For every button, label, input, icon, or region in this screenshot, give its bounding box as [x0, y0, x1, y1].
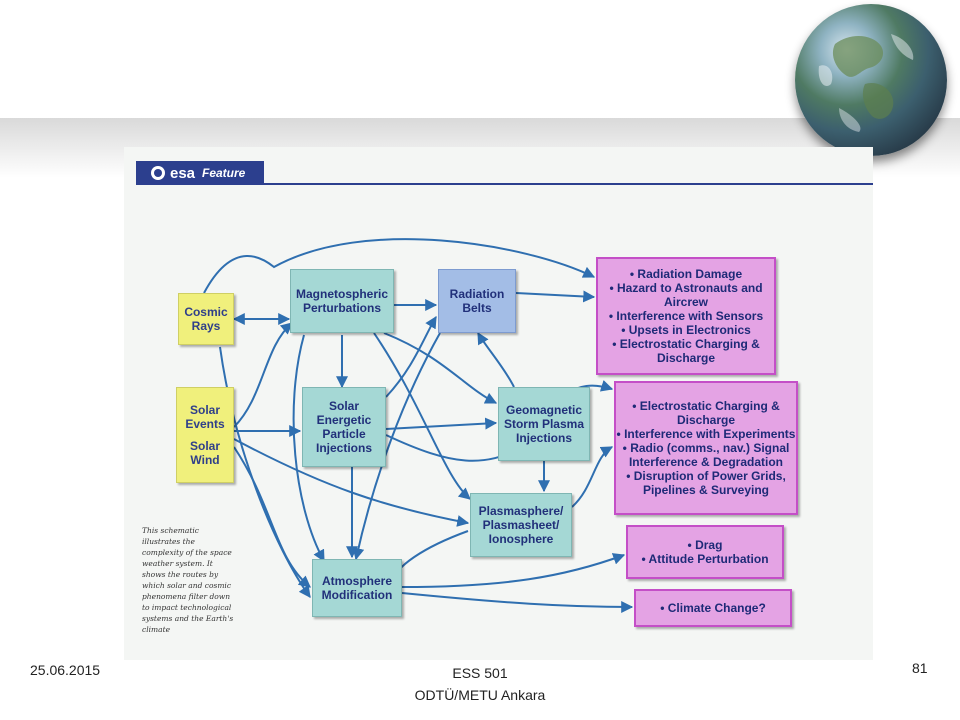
- footer-course-info: ESS 501 ODTÜ/METU Ankara: [380, 662, 580, 706]
- effect-item: • Radiation Damage: [629, 267, 743, 281]
- arrow-magneto-plasma: [373, 332, 471, 500]
- effect-item: • Interference with Experiments: [616, 427, 796, 441]
- arrow-geomag-radiation: [477, 331, 515, 388]
- arrow-plasma-effects2: [571, 446, 614, 508]
- solar-energetic-particle-box: Solar Energetic Particle Injections: [302, 387, 386, 467]
- arrow-solar-plasma: [233, 438, 470, 527]
- effects-charging-box: • Electrostatic Charging & Discharge • I…: [614, 381, 798, 515]
- arrow-radiation-atmos: [352, 332, 441, 561]
- solar-wind-label: Solar Wind: [189, 439, 220, 467]
- arrow-cosmic-atmos: [219, 346, 311, 598]
- plasmasphere-label: Plasmasphere/ Plasmasheet/ Ionosphere: [478, 504, 564, 546]
- effect-item: • Interference with Sensors: [608, 309, 764, 323]
- radiation-belts-box: Radiation Belts: [438, 269, 516, 333]
- geomagnetic-storm-label: Geomagnetic Storm Plasma Injections: [503, 403, 585, 445]
- space-weather-schematic: esa Feature: [124, 147, 873, 660]
- effect-item: • Radio (comms., nav.) Signal Interferen…: [622, 441, 790, 469]
- magnetospheric-perturbations-box: Magnetospheric Perturbations: [290, 269, 394, 333]
- atmosphere-modification-box: Atmosphere Modification: [312, 559, 402, 617]
- earth-globe-image: [795, 4, 947, 156]
- arrow-radiation-effects1: [515, 290, 596, 303]
- geomagnetic-storm-box: Geomagnetic Storm Plasma Injections: [498, 387, 590, 461]
- solar-events-label: Solar Events: [185, 403, 225, 431]
- effect-item: • Climate Change?: [660, 601, 766, 615]
- effect-item: • Electrostatic Charging & Discharge: [632, 399, 780, 427]
- arrow-cosmic-to-effects1: [203, 238, 596, 294]
- schematic-caption: This schematic illustrates the complexit…: [142, 526, 234, 634]
- solar-energetic-particle-label: Solar Energetic Particle Injections: [315, 399, 372, 455]
- effect-item: • Upsets in Electronics: [621, 323, 751, 337]
- effects-climate-box: • Climate Change?: [634, 589, 792, 627]
- slide-number: 81: [912, 660, 928, 676]
- arrow-solar-magneto: [233, 322, 293, 428]
- feature-label: Feature: [202, 166, 246, 180]
- footer-course: ESS 501: [452, 665, 508, 681]
- solar-events-wind-box: Solar Events Solar Wind: [176, 387, 234, 483]
- effect-item: • Attitude Perturbation: [641, 552, 769, 566]
- effect-item: • Disruption of Power Grids, Pipelines &…: [626, 469, 786, 497]
- arrow-atmos-drag: [401, 553, 626, 588]
- cosmic-rays-label: Cosmic Rays: [184, 305, 228, 333]
- plasmasphere-box: Plasmasphere/ Plasmasheet/ Ionosphere: [470, 493, 572, 557]
- header-rule: [264, 183, 873, 185]
- arrow-atmos-climate: [401, 592, 634, 613]
- arrow-magneto-atmos: [292, 334, 325, 563]
- arrow-plasma-atmos: [387, 530, 469, 585]
- effect-item: • Electrostatic Charging & Discharge: [612, 337, 760, 365]
- footer-institution: ODTÜ/METU Ankara: [414, 687, 546, 703]
- cosmic-rays-box: Cosmic Rays: [178, 293, 234, 345]
- esa-logo-text: esa: [170, 165, 196, 182]
- atmosphere-modification-label: Atmosphere Modification: [321, 574, 393, 602]
- effects-radiation-box: • Radiation Damage • Hazard to Astronaut…: [596, 257, 776, 375]
- arrow-solar-atmos: [233, 446, 311, 588]
- footer-date: 25.06.2015: [30, 662, 101, 678]
- arrow-magneto-geomag: [383, 332, 498, 404]
- effects-drag-box: • Drag • Attitude Perturbation: [626, 525, 784, 579]
- effect-item: • Drag: [687, 538, 723, 552]
- radiation-belts-label: Radiation Belts: [449, 287, 505, 315]
- arrow-sep-geomag: [385, 417, 498, 430]
- arrow-sep-radiation: [385, 315, 437, 398]
- magnetospheric-perturbations-label: Magnetospheric Perturbations: [295, 287, 388, 315]
- effect-item: • Hazard to Astronauts and Aircrew: [609, 281, 763, 309]
